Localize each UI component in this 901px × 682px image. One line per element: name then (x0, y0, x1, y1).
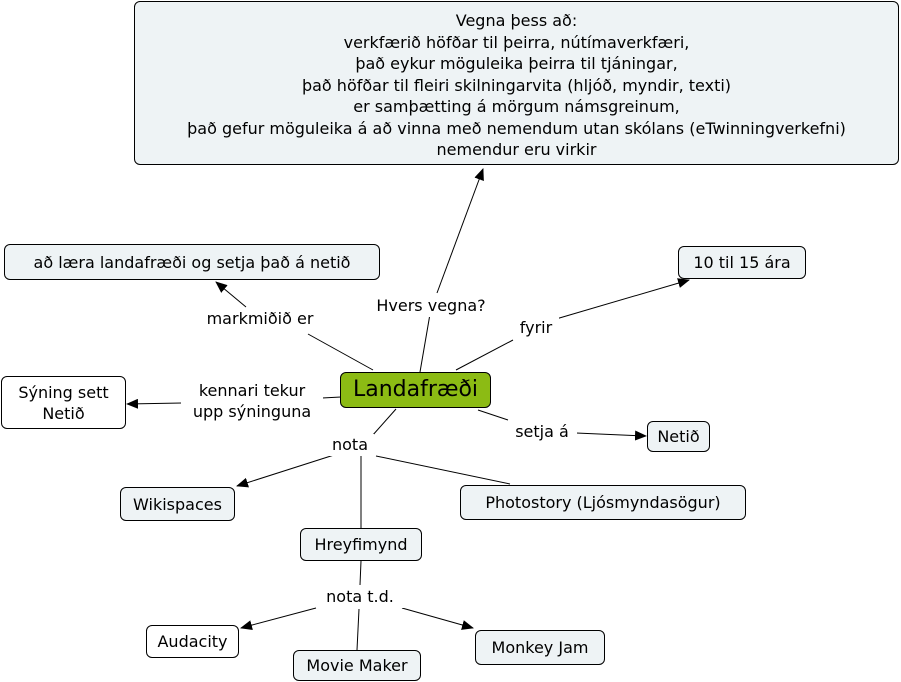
link-center-to-for-label (455, 339, 514, 371)
link-label-for: fyrir (513, 317, 559, 339)
link-label-put: setja á (507, 421, 577, 443)
netid-node-label: Netið (657, 427, 700, 446)
audacity-node-label: Audacity (157, 632, 228, 651)
goal-node-label: að læra landafræði og setja það á netið (33, 252, 351, 272)
link-label-teacher-line: kennari tekur (198, 381, 306, 400)
link-center-to-use-label (371, 408, 397, 437)
monkeyjam-node[interactable]: Monkey Jam (475, 630, 605, 665)
wikispaces-node-label: Wikispaces (133, 494, 222, 514)
exhibition-node-line: Sýning sett (18, 382, 109, 402)
link-label-teacher: kennari tekur upp sýninguna (181, 380, 323, 424)
arrow-put-label-to-netid (575, 430, 647, 441)
link-center-to-why-label (419, 313, 431, 373)
link-center-to-goal-label (307, 333, 374, 371)
link-label-teacher-line: upp sýninguna (192, 402, 312, 421)
arrow-example-to-monkeyjam (401, 607, 474, 630)
audacity-node[interactable]: Audacity (146, 625, 239, 658)
arrow-use-to-wikispaces (236, 454, 335, 488)
arrow-teacher-label-to-exhibition (126, 398, 183, 409)
link-use-to-photostory (375, 455, 511, 485)
link-example-to-moviemaker (356, 608, 360, 651)
link-label-use: nota (326, 434, 374, 456)
link-hreyfimynd-to-example-label (359, 560, 362, 586)
link-center-to-put-label (477, 409, 509, 421)
link-label-goal: markmiðið er (194, 308, 326, 330)
reasons-line: verkfærið höfðar til þeirra, nútímaverkf… (343, 32, 690, 52)
exhibition-node-line: Netið (42, 403, 85, 423)
arrow-for-label-to-age (555, 278, 690, 320)
photostory-node[interactable]: Photostory (Ljósmyndasögur) (460, 485, 746, 520)
reasons-line: það höfðar til fleiri skilningarvita (hl… (301, 75, 732, 95)
reasons-line: er samþætting á mörgum námsgreinum, (353, 97, 680, 116)
monkeyjam-node-label: Monkey Jam (491, 638, 589, 657)
photostory-node-label: Photostory (Ljósmyndasögur) (485, 493, 721, 512)
goal-node[interactable]: að læra landafræði og setja það á netið (4, 244, 380, 280)
exhibition-node[interactable]: Sýning sett Netið (1, 376, 126, 429)
wikispaces-node[interactable]: Wikispaces (120, 487, 235, 521)
reasons-line: nemendur eru virkir (436, 140, 597, 159)
reasons-line: það eykur möguleika þeirra til tjáningar… (355, 54, 678, 73)
reasons-line: Vegna þess að: (455, 11, 578, 30)
moviemaker-node-label: Movie Maker (306, 656, 408, 675)
reasons-line: það gefur möguleika á að vinna með nemen… (187, 118, 846, 138)
age-node-label: 10 til 15 ára (693, 253, 791, 272)
link-label-why: Hvers vegna? (367, 295, 495, 317)
netid-node[interactable]: Netið (647, 421, 710, 452)
link-center-to-teacher-label (321, 396, 342, 399)
arrow-example-to-audacity (240, 607, 317, 630)
age-node[interactable]: 10 til 15 ára (678, 246, 806, 279)
hreyfimynd-node[interactable]: Hreyfimynd (300, 528, 422, 561)
center-node-label: Landafræði (352, 377, 479, 402)
arrow-why-to-reasons-box (436, 168, 484, 294)
moviemaker-node[interactable]: Movie Maker (293, 650, 421, 681)
link-label-example: nota t.d. (316, 586, 404, 608)
arrow-goal-label-to-goal (215, 281, 247, 308)
reasons-box[interactable]: Vegna þess að: verkfærið höfðar til þeir… (134, 1, 899, 165)
hreyfimynd-node-label: Hreyfimynd (314, 535, 408, 554)
center-node[interactable]: Landafræði (340, 372, 491, 408)
